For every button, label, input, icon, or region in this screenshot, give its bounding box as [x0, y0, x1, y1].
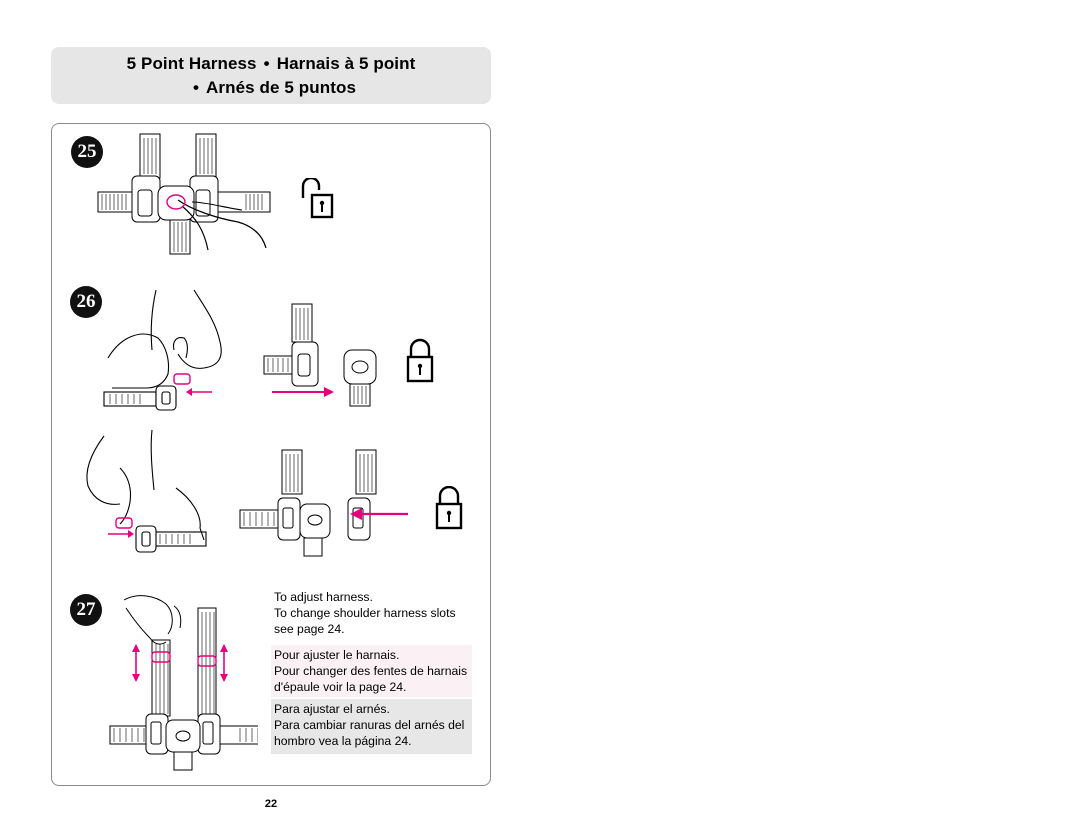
note-english-body: To change shoulder harness slots see pag…	[274, 606, 456, 636]
note-english-title: To adjust harness.	[274, 590, 373, 604]
title-french: Harnais à 5 point	[276, 54, 416, 73]
page-title-line-2: • Arnés de 5 puntos	[51, 78, 491, 98]
harness-buckle-release-illustration	[97, 133, 271, 255]
step-number-25: 25	[71, 136, 103, 168]
header-band	[51, 47, 491, 104]
page-number: 22	[264, 798, 278, 810]
buckle-insert-hands-illustration-top	[103, 289, 222, 411]
note-english: To adjust harness. To change shoulder ha…	[271, 589, 472, 637]
note-spanish-title: Para ajustar el arnés.	[274, 702, 390, 716]
step-number-27: 27	[70, 594, 102, 626]
note-spanish: Para ajustar el arnés. Para cambiar ranu…	[271, 699, 472, 754]
buckle-insert-diagram-top	[263, 303, 377, 407]
title-bullet: •	[263, 54, 270, 73]
unlocked-padlock-icon	[301, 178, 334, 219]
locked-padlock-icon-1	[406, 338, 434, 383]
buckle-insert-hands-illustration-bottom	[86, 429, 207, 553]
note-french-title: Pour ajuster le harnais.	[274, 648, 400, 662]
buckle-insert-diagram-bottom	[239, 449, 408, 557]
note-french-body: Pour changer des fentes de harnais d'épa…	[274, 664, 468, 694]
title-bullet-2: •	[192, 78, 200, 97]
note-spanish-body: Para cambiar ranuras del arnés del hombr…	[274, 718, 465, 748]
title-spanish: Arnés de 5 puntos	[206, 78, 357, 97]
note-french: Pour ajuster le harnais. Pour changer de…	[271, 645, 472, 697]
locked-padlock-icon-2	[435, 486, 463, 530]
page-title-line-1: 5 Point Harness • Harnais à 5 point	[51, 54, 491, 74]
step-number-26: 26	[70, 286, 102, 318]
title-english: 5 Point Harness	[126, 54, 257, 73]
harness-adjust-illustration	[109, 595, 258, 771]
